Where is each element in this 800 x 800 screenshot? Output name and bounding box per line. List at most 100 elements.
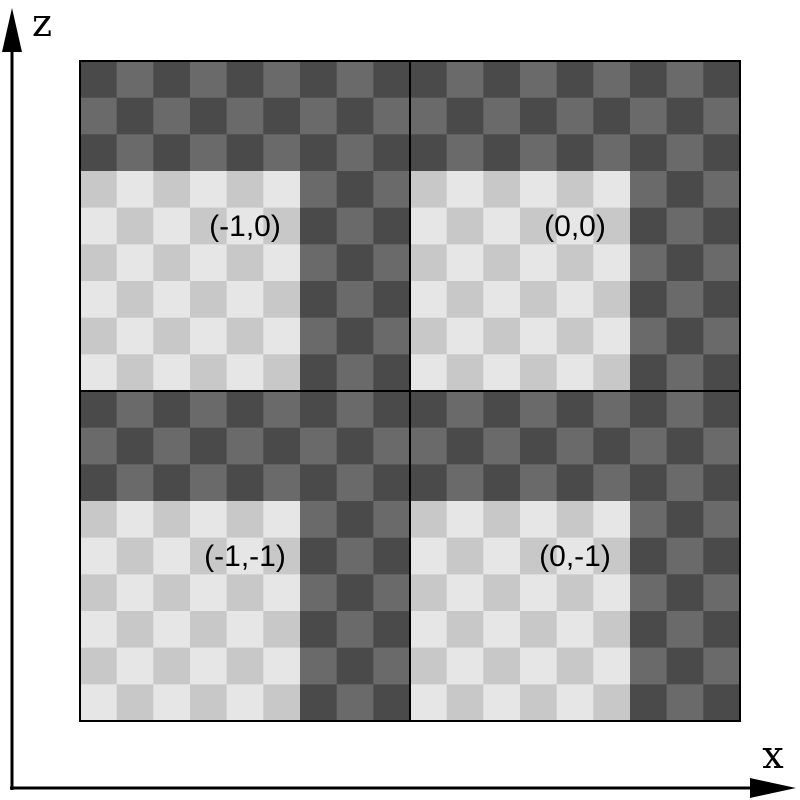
light-tile (263, 244, 301, 282)
light-tile (483, 647, 521, 685)
dark-tile (190, 97, 228, 135)
dark-tile (116, 61, 154, 99)
light-tile (190, 647, 228, 685)
dark-tile (80, 97, 118, 135)
light-tile (153, 244, 191, 282)
dark-tile (226, 61, 264, 99)
light-tile (556, 501, 594, 539)
dark-tile (703, 61, 741, 99)
light-tile (116, 647, 154, 685)
dark-tile (373, 501, 411, 539)
light-tile (483, 244, 521, 282)
dark-tile (373, 134, 411, 172)
dark-tile (703, 611, 741, 649)
light-tile (520, 574, 558, 612)
light-tile (190, 611, 228, 649)
dark-tile (483, 464, 521, 502)
dark-tile (300, 354, 338, 392)
dark-tile (666, 171, 704, 209)
dark-tile (410, 61, 448, 99)
light-tile (446, 611, 484, 649)
light-tile (153, 317, 191, 355)
dark-tile (263, 134, 301, 172)
light-tile (520, 684, 558, 722)
dark-tile (263, 427, 301, 465)
dark-tile (336, 611, 374, 649)
light-tile (190, 317, 228, 355)
light-tile (556, 171, 594, 209)
dark-tile (556, 134, 594, 172)
dark-tile (666, 574, 704, 612)
dark-tile (226, 97, 264, 135)
tiles-layer (80, 61, 741, 722)
dark-tile (703, 171, 741, 209)
light-tile (116, 244, 154, 282)
light-tile (190, 684, 228, 722)
light-tile (116, 574, 154, 612)
dark-tile (373, 537, 411, 575)
dark-tile (336, 244, 374, 282)
dark-tile (263, 391, 301, 429)
dark-tile (556, 391, 594, 429)
dark-tile (336, 574, 374, 612)
light-tile (190, 501, 228, 539)
quadrant-labels: (-1,0) (0,0) (-1,-1) (0,-1) (204, 210, 611, 573)
dark-tile (703, 134, 741, 172)
dark-tile (153, 61, 191, 99)
dark-tile (630, 647, 668, 685)
light-tile (116, 317, 154, 355)
light-tile (263, 647, 301, 685)
borders-layer (79, 60, 741, 722)
light-tile (556, 317, 594, 355)
dark-tile (373, 684, 411, 722)
dark-tile (703, 391, 741, 429)
dark-tile (520, 61, 558, 99)
dark-tile (520, 427, 558, 465)
quadrant-label-m1-0: (-1,0) (209, 210, 281, 243)
light-tile (226, 354, 264, 392)
light-tile (410, 354, 448, 392)
light-tile (80, 354, 118, 392)
dark-tile (556, 464, 594, 502)
dark-tile (300, 537, 338, 575)
light-tile (410, 317, 448, 355)
dark-tile (226, 391, 264, 429)
dark-tile (116, 134, 154, 172)
light-tile (80, 317, 118, 355)
quadrant-q-m1-m1 (80, 391, 411, 722)
light-tile (410, 207, 448, 245)
light-tile (446, 207, 484, 245)
dark-tile (666, 317, 704, 355)
light-tile (190, 244, 228, 282)
dark-tile (263, 97, 301, 135)
dark-tile (300, 134, 338, 172)
dark-tile (593, 97, 631, 135)
dark-tile (703, 501, 741, 539)
dark-tile (520, 134, 558, 172)
dark-tile (336, 207, 374, 245)
light-tile (410, 281, 448, 319)
dark-tile (373, 171, 411, 209)
quadrant-border (409, 390, 741, 722)
light-tile (410, 574, 448, 612)
dark-tile (666, 684, 704, 722)
dark-tile (300, 574, 338, 612)
light-tile (593, 244, 631, 282)
dark-tile (593, 464, 631, 502)
dark-tile (336, 61, 374, 99)
light-tile (226, 647, 264, 685)
quadrant-q-m1-0 (80, 61, 411, 392)
dark-tile (336, 171, 374, 209)
light-tile (226, 244, 264, 282)
light-tile (153, 574, 191, 612)
dark-tile (593, 61, 631, 99)
dark-tile (666, 61, 704, 99)
light-tile (483, 501, 521, 539)
light-tile (153, 647, 191, 685)
dark-tile (336, 134, 374, 172)
dark-tile (703, 244, 741, 282)
dark-tile (300, 317, 338, 355)
dark-tile (300, 611, 338, 649)
light-tile (520, 207, 558, 245)
dark-tile (556, 97, 594, 135)
